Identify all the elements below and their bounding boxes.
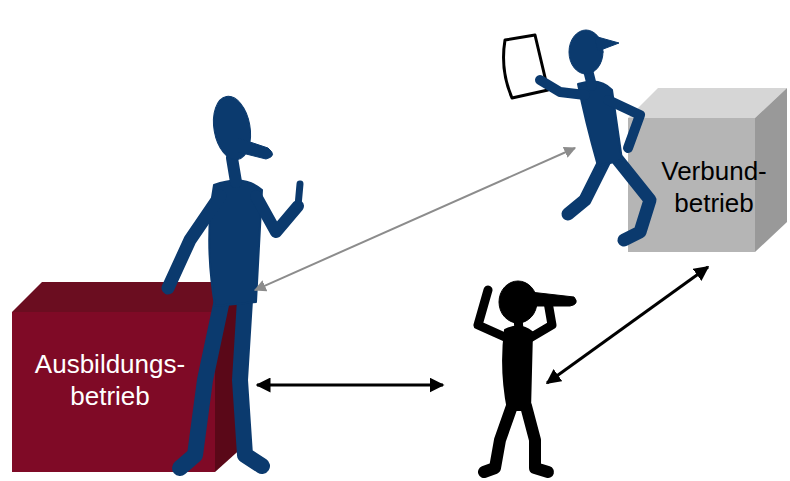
company-name: Verbund- betrieb (644, 155, 784, 219)
figure-arm (608, 100, 640, 148)
figure-leg (240, 300, 262, 466)
figure-leg (484, 406, 512, 472)
company-cube: Verbund- betrieb (628, 86, 788, 254)
figure-arm (540, 80, 585, 95)
figure-cap-bill (530, 292, 576, 306)
double-arrow (257, 384, 443, 387)
company-name: Ausbildungs- betrieb (0, 348, 224, 412)
partner-figure (504, 30, 650, 240)
cube-top (12, 282, 245, 312)
figure-cap-bill (594, 36, 619, 51)
trainer-figure (168, 93, 300, 468)
figure-neck (232, 158, 236, 182)
double-arrow (255, 148, 575, 290)
figure-leg (526, 406, 548, 472)
figure-arm (256, 196, 298, 232)
figure-leg (180, 300, 222, 468)
figure-leg (618, 160, 650, 240)
figure-leg (568, 160, 605, 214)
double-arrow (547, 267, 708, 383)
figure-arm (168, 196, 220, 288)
figure-thumb (298, 184, 300, 206)
figure-cap-bill (238, 138, 273, 159)
paper-sheet (504, 35, 548, 98)
apprentice-figure (478, 281, 576, 472)
